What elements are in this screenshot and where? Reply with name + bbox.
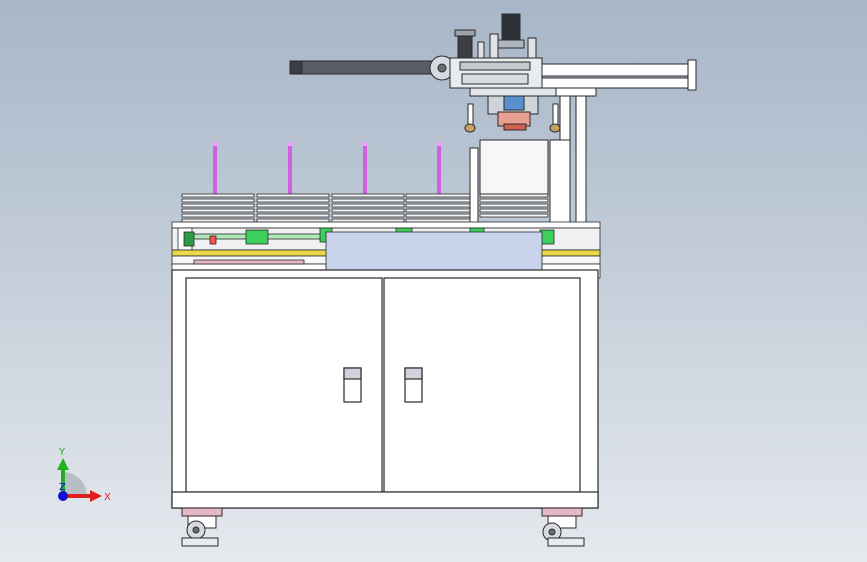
y-axis-label: Y: [58, 447, 66, 458]
cabinet: [171, 269, 599, 509]
dark-rod: [289, 60, 443, 75]
z-axis-dot: [58, 491, 68, 501]
tray-stack-5: [479, 193, 549, 218]
tray-stack-4: [405, 193, 479, 223]
casters: [181, 507, 585, 547]
horizontal-beam: [539, 63, 691, 77]
head-blue: [503, 95, 525, 111]
coordinate-triad: Y X Z: [57, 447, 111, 503]
x-axis-label: X: [104, 492, 111, 503]
gantry-arm: [289, 13, 697, 239]
stepper-motor: [457, 33, 473, 59]
tray-stack-3: [331, 193, 405, 223]
enclosure: [469, 139, 571, 239]
tray-stack-1: [181, 193, 255, 223]
caster-right: [541, 507, 585, 547]
caster-left: [181, 507, 223, 547]
z-axis-label: Z: [59, 482, 66, 493]
tray-stack-2: [256, 193, 330, 223]
tray-stacks: [181, 193, 549, 223]
